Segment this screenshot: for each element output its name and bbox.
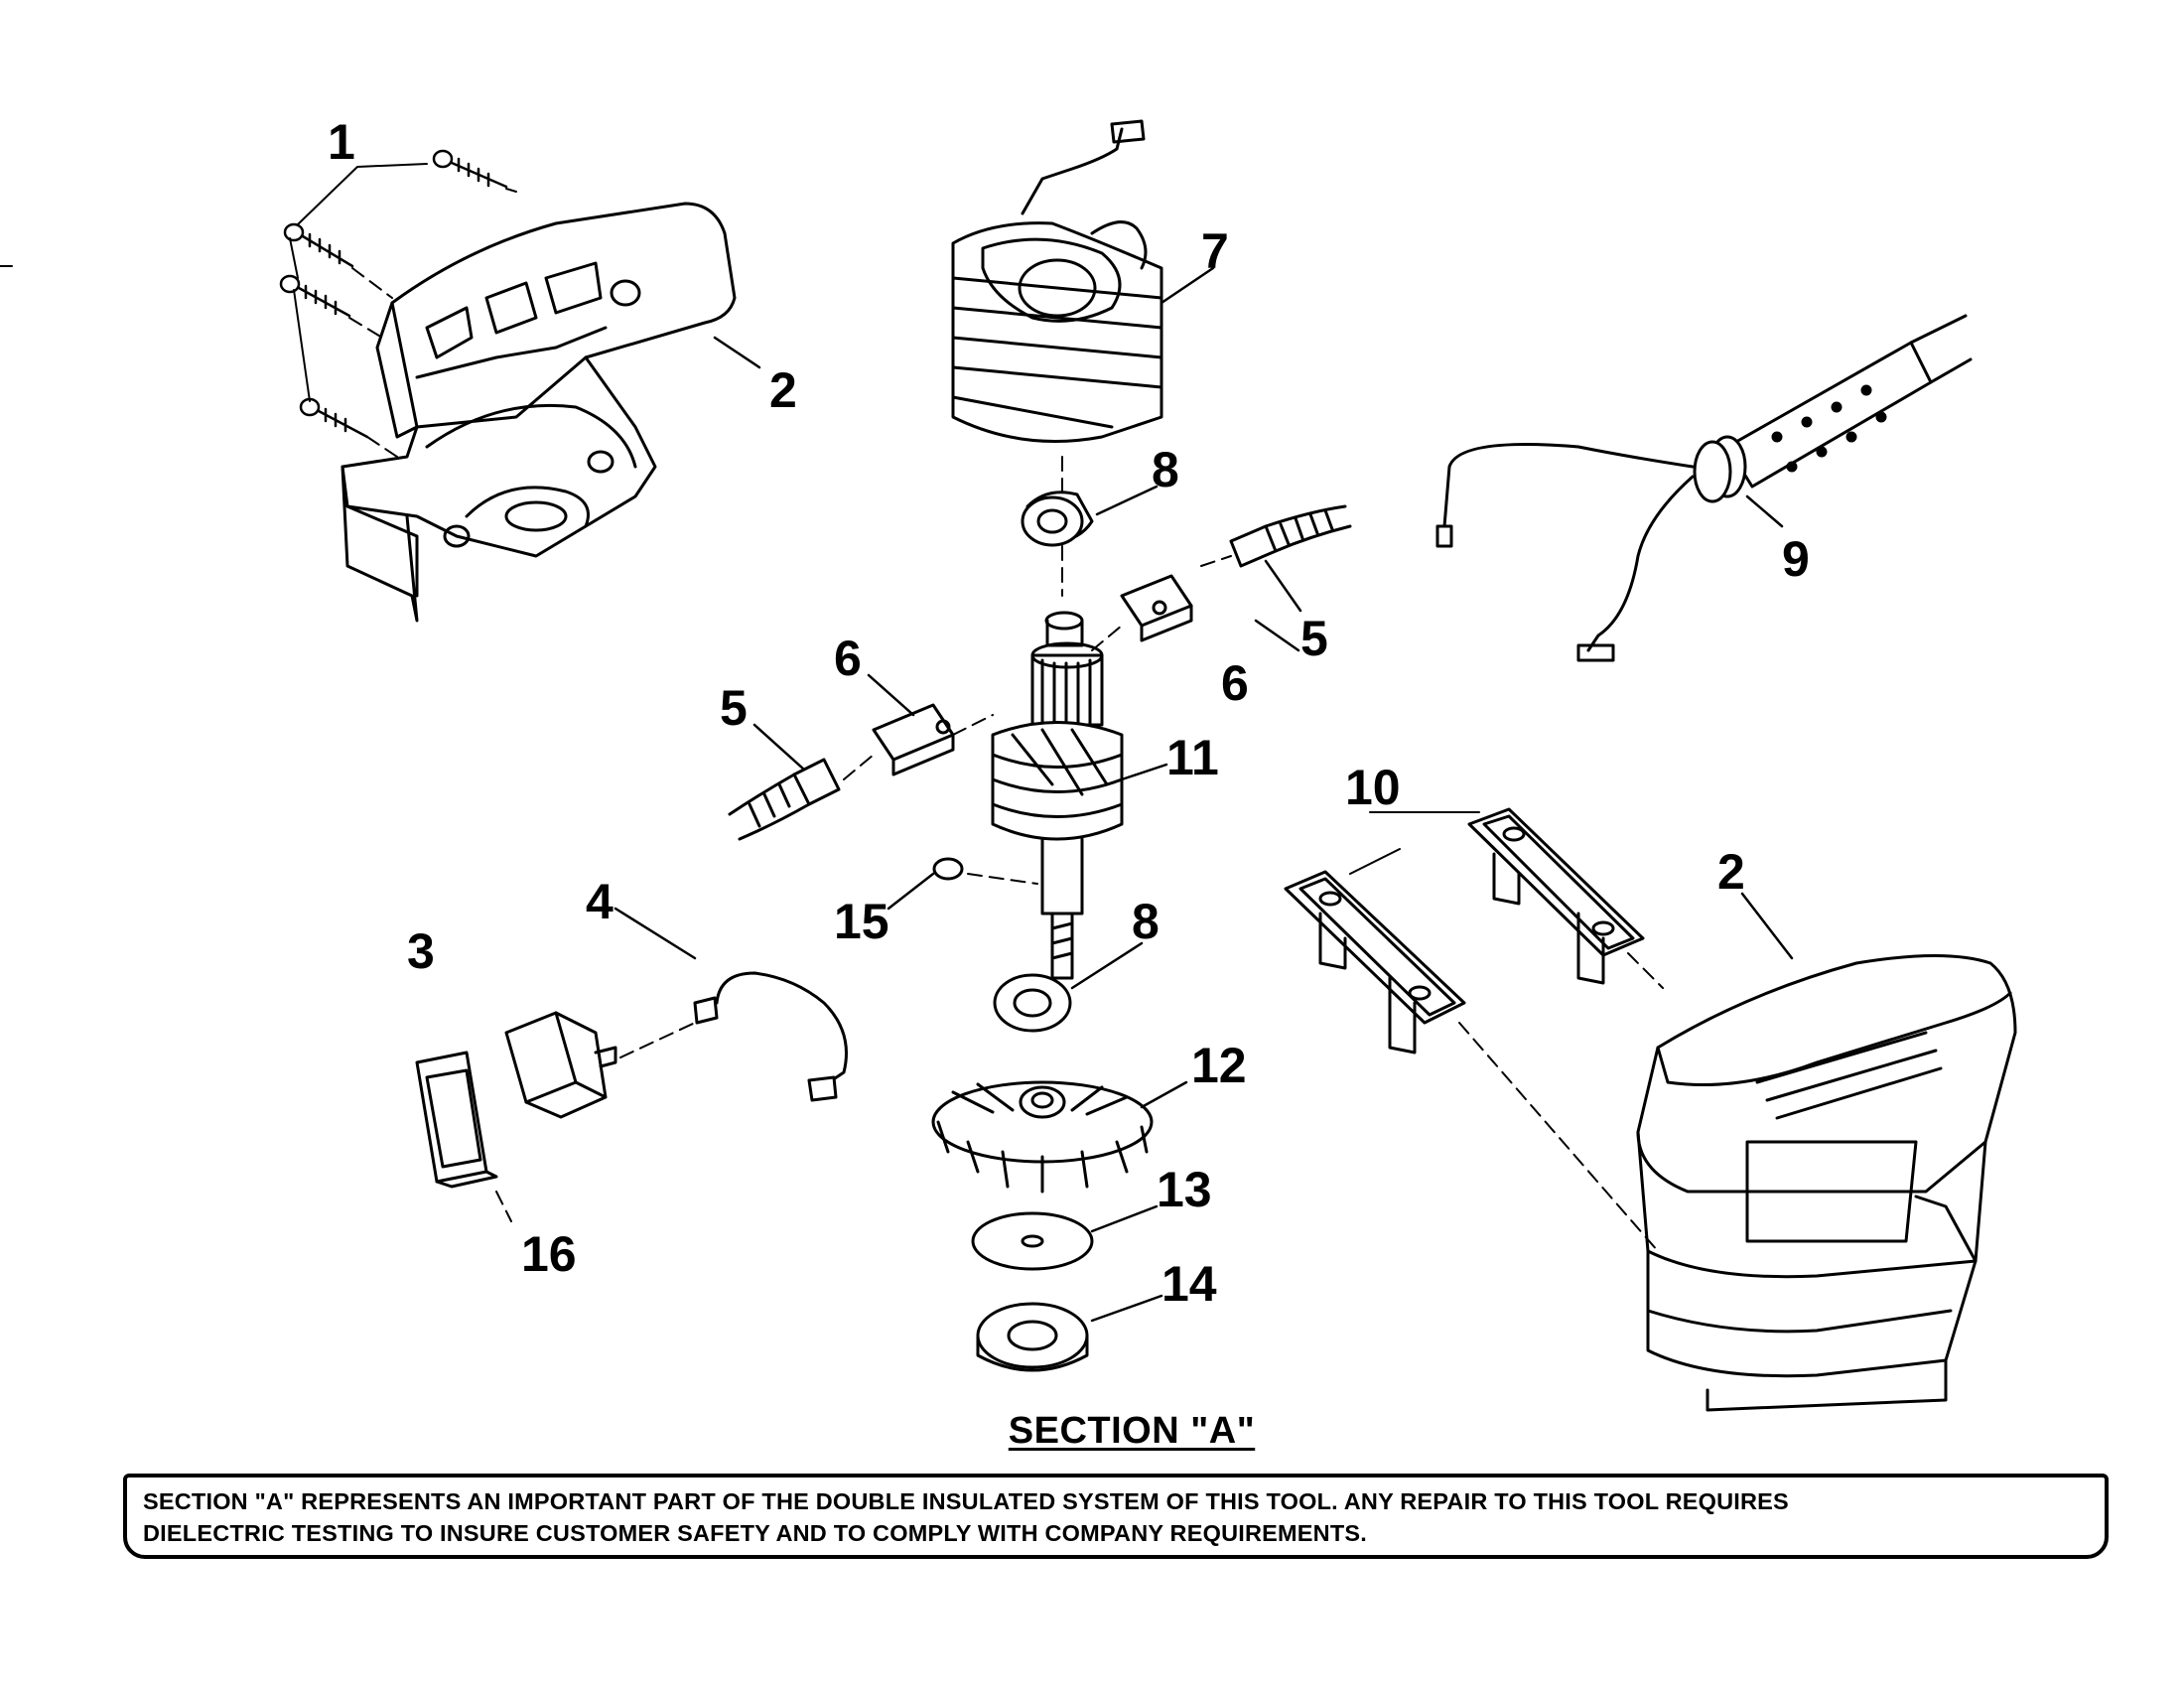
part-14-bearing bbox=[976, 1302, 1089, 1372]
callout-7: 7 bbox=[1201, 223, 1229, 279]
safety-notice-box: SECTION "A" REPRESENTS AN IMPORTANT PART… bbox=[123, 1474, 2109, 1559]
callout-15: 15 bbox=[834, 894, 889, 949]
callout-9: 9 bbox=[1782, 531, 1810, 587]
part-8-bearing-upper bbox=[1021, 491, 1094, 547]
callout-11: 11 bbox=[1166, 730, 1219, 785]
callout-8-lower: 8 bbox=[1132, 894, 1160, 949]
part-12-fan bbox=[931, 1080, 1154, 1194]
part-16-switch-actuator bbox=[415, 1051, 498, 1189]
callout-3: 3 bbox=[407, 923, 435, 979]
section-title: SECTION "A" bbox=[1008, 1410, 1256, 1452]
part-13-washer bbox=[971, 1211, 1094, 1271]
safety-notice-line-1: SECTION "A" REPRESENTS AN IMPORTANT PART… bbox=[143, 1488, 1789, 1514]
callout-4: 4 bbox=[586, 874, 614, 929]
part-2-housing-upper bbox=[341, 202, 737, 623]
callout-13: 13 bbox=[1157, 1162, 1212, 1217]
callout-16: 16 bbox=[521, 1226, 577, 1282]
part-6-holder-right bbox=[1120, 574, 1193, 642]
part-9-power-cord bbox=[1435, 314, 1973, 662]
part-5-brush-left bbox=[728, 758, 841, 841]
callout-12: 12 bbox=[1191, 1038, 1247, 1093]
part-11-armature bbox=[991, 611, 1124, 980]
safety-notice-line-2: DIELECTRIC TESTING TO INSURE CUSTOMER SA… bbox=[143, 1520, 1368, 1546]
part-2-housing-lower bbox=[1636, 954, 2017, 1412]
callout-5-left: 5 bbox=[720, 680, 748, 736]
part-10-bearing-mount-left bbox=[1284, 870, 1466, 1055]
part-8-bearing-lower bbox=[993, 973, 1072, 1033]
part-5-brush-right bbox=[1229, 504, 1352, 568]
callout-14: 14 bbox=[1161, 1256, 1217, 1312]
part-15-retaining-ring bbox=[932, 857, 964, 881]
part-7-field-assembly bbox=[951, 119, 1163, 443]
callout-8-upper: 8 bbox=[1152, 442, 1179, 497]
callout-6-right: 6 bbox=[1221, 655, 1249, 711]
callout-5-right: 5 bbox=[1300, 611, 1328, 666]
callout-1: 1 bbox=[328, 114, 355, 170]
callout-2-upper: 2 bbox=[769, 362, 797, 418]
part-1-screws bbox=[279, 149, 508, 439]
part-10-bearing-mount-right bbox=[1467, 807, 1645, 985]
callout-6-left: 6 bbox=[834, 631, 862, 686]
part-4-lead-wire bbox=[693, 971, 848, 1102]
part-3-switch bbox=[504, 1011, 617, 1119]
callout-labels: 1 2 7 8 5 6 6 5 9 11 4 3 15 8 10 2 12 13… bbox=[328, 114, 1810, 1312]
leader-lines bbox=[614, 266, 1794, 1323]
callout-10: 10 bbox=[1345, 760, 1401, 815]
callout-2-lower: 2 bbox=[1717, 844, 1745, 900]
